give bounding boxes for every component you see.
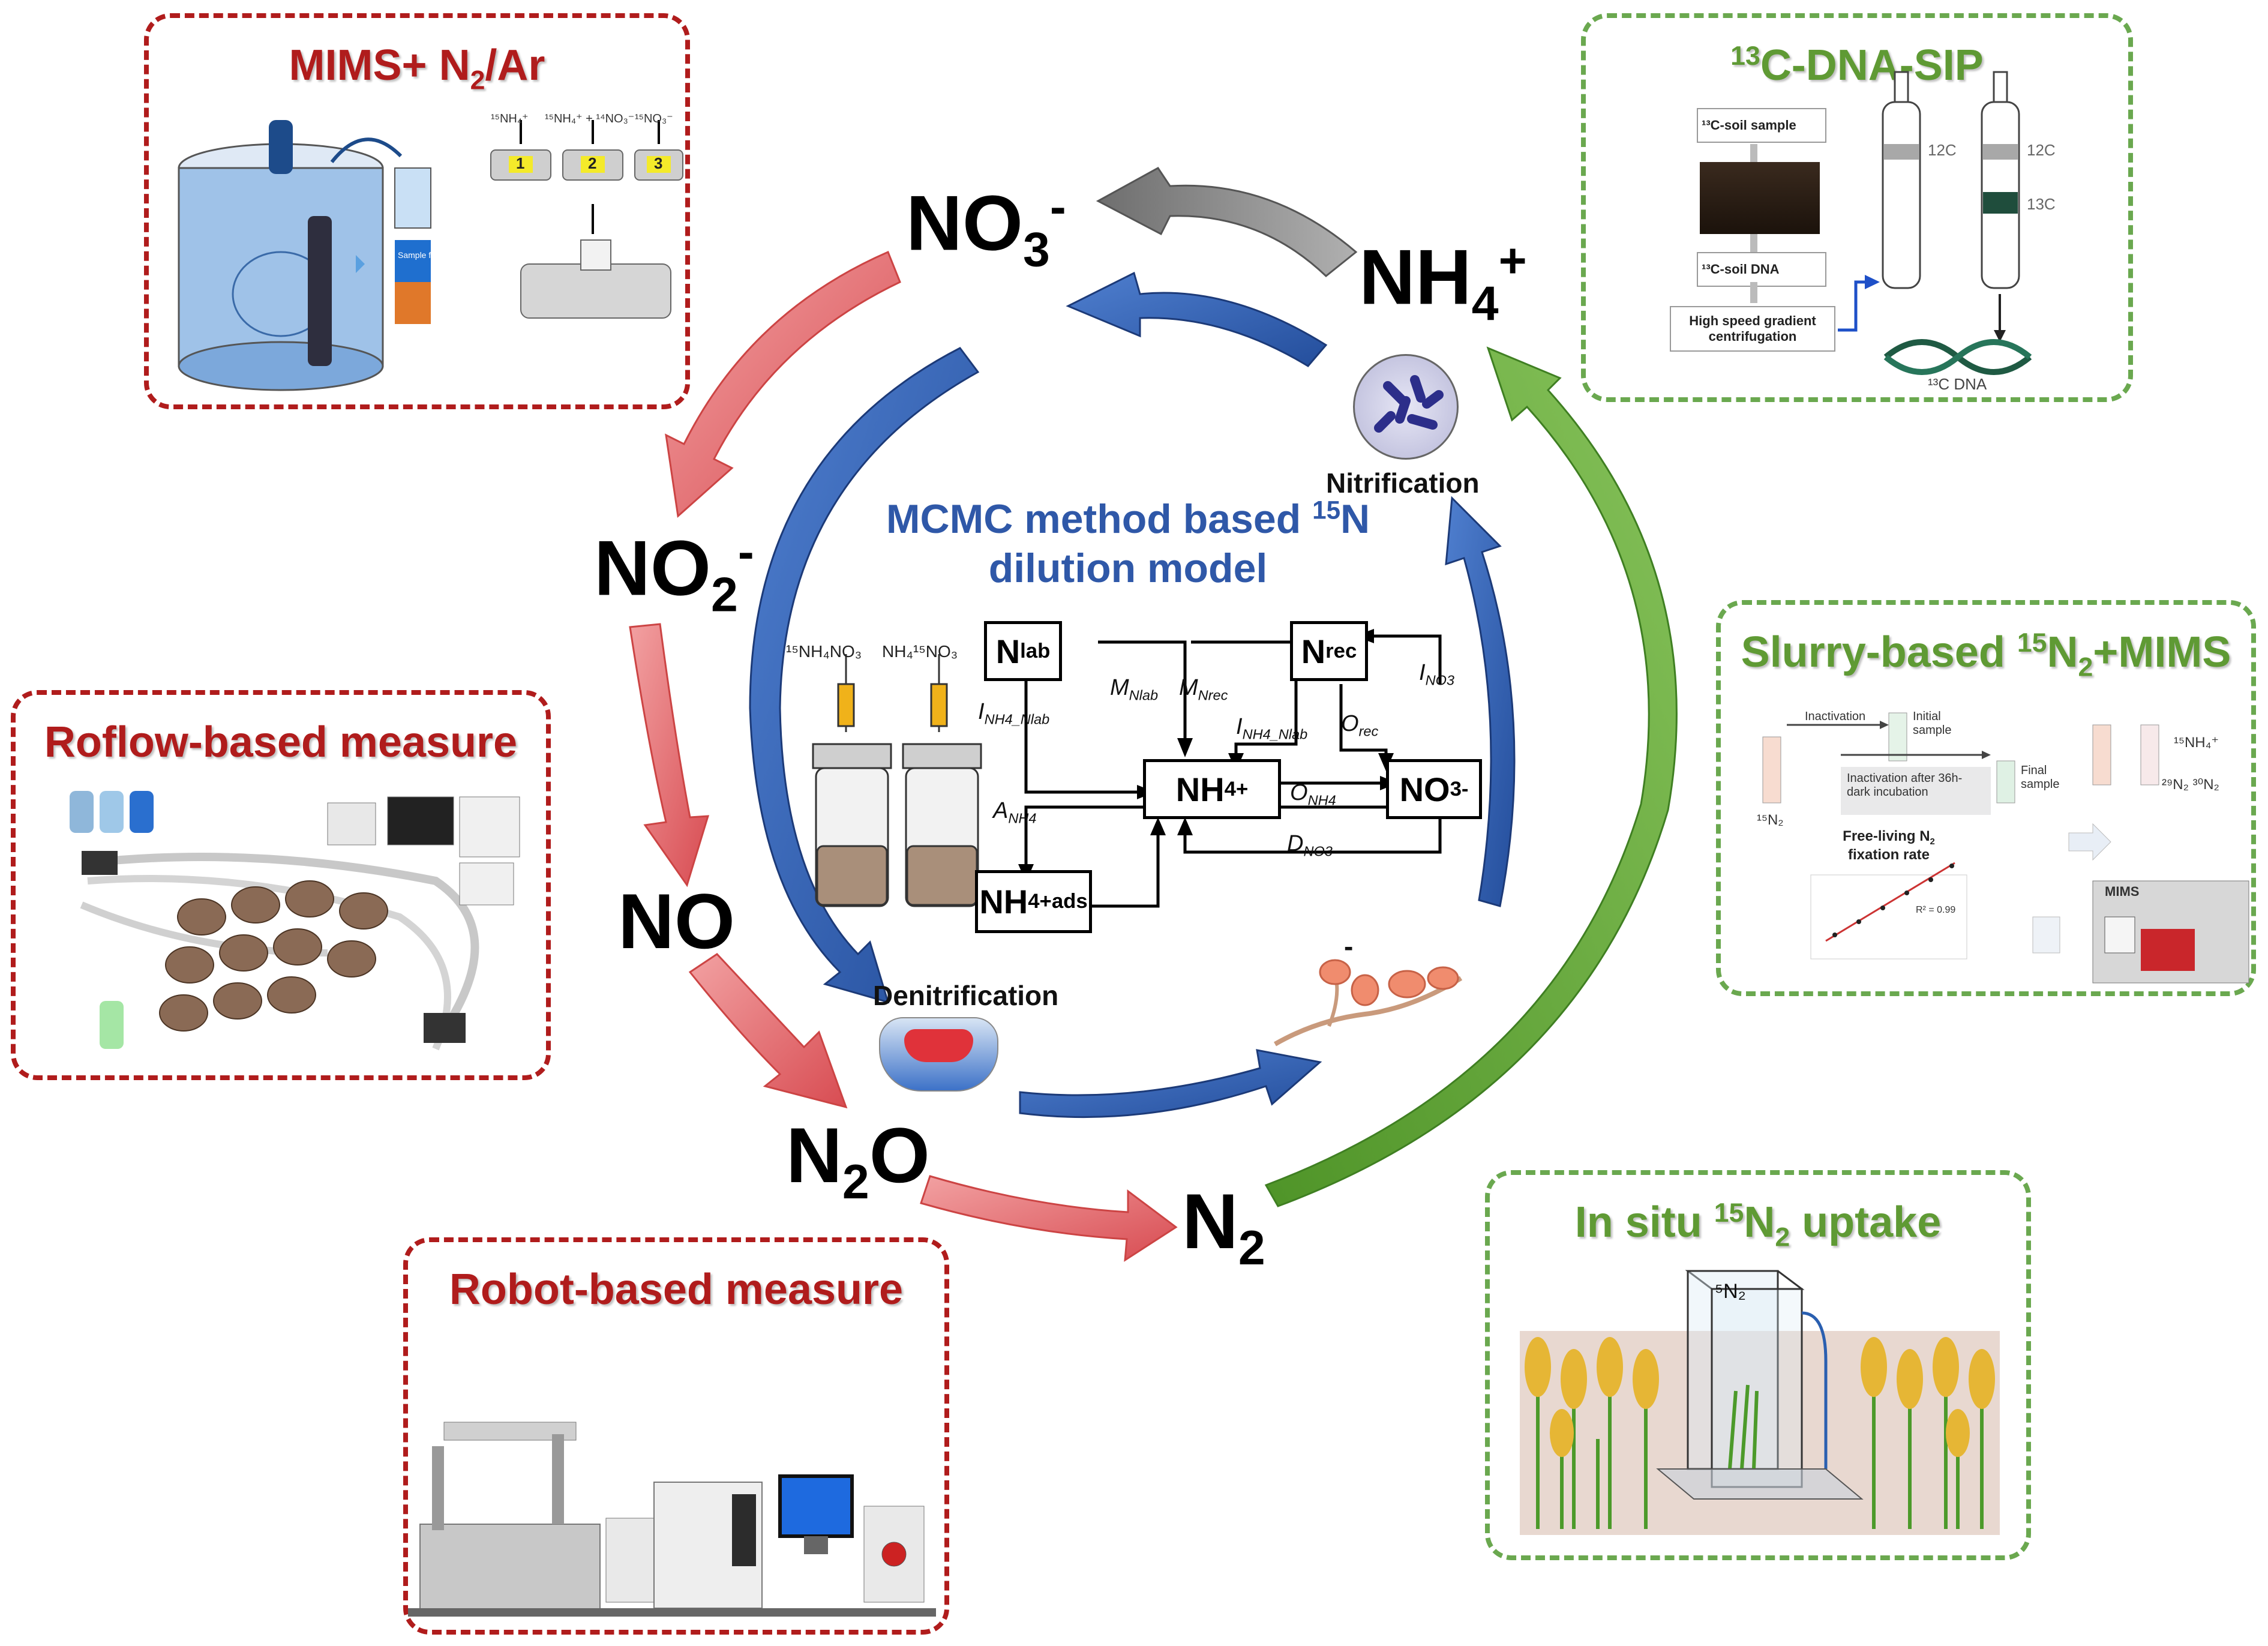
sip-soil-photo	[1700, 162, 1820, 234]
mims-apparatus: Sample for N₂	[178, 120, 683, 391]
species-no3: NO3-	[906, 179, 1066, 277]
insitu-chamber-label: ⁵N₂	[1715, 1280, 1746, 1303]
arrow-blue-bottom	[1019, 1049, 1322, 1119]
sip-label-12c-b: 12C	[2027, 141, 2056, 159]
sip-step-2: ¹³C-soil DNA	[1697, 252, 1826, 287]
slurry-label-initial: Initial sample	[1913, 710, 1952, 737]
slurry-mims-label: MIMS	[2105, 884, 2140, 899]
panel-mims: MIMS+ N2/Ar Sample for N₂	[144, 13, 690, 409]
panel-roflow-title: Roflow-based measure	[44, 718, 518, 766]
arrow-no3-to-no2	[665, 251, 901, 518]
arrow-no-to-n2o	[688, 953, 848, 1109]
flow-i-nh4-nlab-left: INH4_Nlab	[978, 699, 1050, 727]
species-no2: NO2-	[594, 524, 754, 622]
mims-well-2: 2	[588, 154, 597, 172]
flow-a-nh4: ANH4	[993, 798, 1037, 826]
panel-slurry-title: Slurry-based 15N2+MIMS	[1741, 628, 2231, 682]
arrow-blue-left-arc	[749, 347, 980, 1004]
model-connectors	[1024, 634, 1442, 908]
denitrification-label: Denitrification	[873, 980, 1059, 1011]
panel-robot: Robot-based measure	[403, 1237, 949, 1635]
mims-well-3: 3	[654, 154, 663, 172]
mims-label-s3: ¹⁵NO₃⁻	[635, 112, 673, 125]
species-n2o: N2O	[786, 1111, 930, 1209]
sip-tubes	[1750, 71, 2032, 375]
panel-robot-title: Robot-based measure	[449, 1266, 904, 1314]
nitrification-label: Nitrification	[1326, 467, 1480, 499]
slurry-label-after: Inactivation after 36h-dark incubation	[1847, 772, 1963, 799]
arrow-top-blue	[1066, 271, 1328, 367]
slurry-r2: R² = 0.99	[1916, 905, 1956, 915]
arrow-green-n2-to-nh4	[1264, 346, 1678, 1207]
panel-mims-title: MIMS+ N2/Ar	[289, 41, 545, 95]
slurry-label-n2: ¹⁵N₂	[1757, 812, 1784, 828]
species-no: NO	[618, 877, 735, 965]
mims-well-1: 1	[516, 154, 525, 172]
sip-step-1: ¹³C-soil sample	[1697, 108, 1826, 143]
root-nodule-icon	[1274, 959, 1463, 1047]
flow-d-no3: DNO3	[1287, 831, 1333, 859]
denitrification-icon	[879, 1017, 998, 1092]
panel-roflow: Roflow-based measure	[11, 690, 551, 1080]
vial-left-label: ¹⁵NH₄NO₃	[786, 642, 862, 661]
root-nodule-dash: -	[1344, 931, 1354, 962]
panel-sip-title: 13C-DNA-SIP	[1730, 41, 1984, 89]
nitrification-icon	[1353, 354, 1459, 460]
flow-i-nh4-nlab-right: INH4_Nlab	[1236, 714, 1308, 742]
panel-slurry: Slurry-based 15N2+MIMS Inactivation Init…	[1716, 600, 2256, 996]
sip-label-12c-a: 12C	[1928, 141, 1957, 159]
slurry-label-final: Final sample	[2021, 764, 2060, 791]
slurry-apparatus	[1762, 712, 2249, 984]
vial-right-label: NH₄¹⁵NO₃	[882, 642, 958, 661]
slurry-rate-title: Free-living N2 fixation rate	[1843, 828, 1935, 863]
panel-insitu-title: In situ 15N2 uptake	[1574, 1198, 1942, 1252]
arrow-nh4-to-no3-gray	[1096, 167, 1358, 277]
species-nh4: NH4+	[1359, 233, 1527, 331]
arrow-no2-to-no	[629, 623, 710, 888]
flow-o-rec: Orec	[1341, 711, 1379, 739]
panel-sip: 13C-DNA-SIP ¹³C-soil sample ¹³C-soil DNA…	[1581, 13, 2133, 402]
insitu-field	[1520, 1270, 2000, 1535]
mims-wells	[490, 120, 683, 319]
svg-text:Sample for N₂: Sample for N₂	[398, 250, 450, 260]
flow-m-nrec: MNrec	[1179, 675, 1228, 703]
arrow-blue-right-arc	[1445, 496, 1516, 907]
slurry-label-inactivation: Inactivation	[1805, 710, 1866, 723]
arrow-n2o-to-n2	[920, 1175, 1178, 1262]
panel-insitu: In situ 15N2 uptake ⁵N₂	[1485, 1170, 2031, 1560]
mims-label-s1: ¹⁵NH₄⁺	[491, 112, 529, 125]
robot-apparatus	[408, 1422, 936, 1617]
sip-label-13c: 13C	[2027, 195, 2056, 213]
mims-label-s2: ¹⁵NH₄⁺ + ¹⁴NO₃⁻	[545, 112, 635, 125]
flow-o-nh4: ONH4	[1290, 780, 1336, 808]
species-n2: N2	[1182, 1177, 1265, 1275]
slurry-label-nh4: ¹⁵NH₄⁺	[2174, 734, 2219, 751]
model-title: MCMC method based 15N dilution model	[886, 496, 1370, 591]
model-vials	[812, 654, 982, 907]
slurry-label-prod: ²⁹N₂ ³⁰N₂	[2162, 776, 2219, 793]
flow-m-nlab: MNlab	[1110, 675, 1159, 703]
flow-i-no3: INO3	[1419, 660, 1454, 688]
sip-dna-label: ¹³C DNA	[1928, 375, 1987, 393]
roflow-apparatus	[70, 791, 520, 1051]
